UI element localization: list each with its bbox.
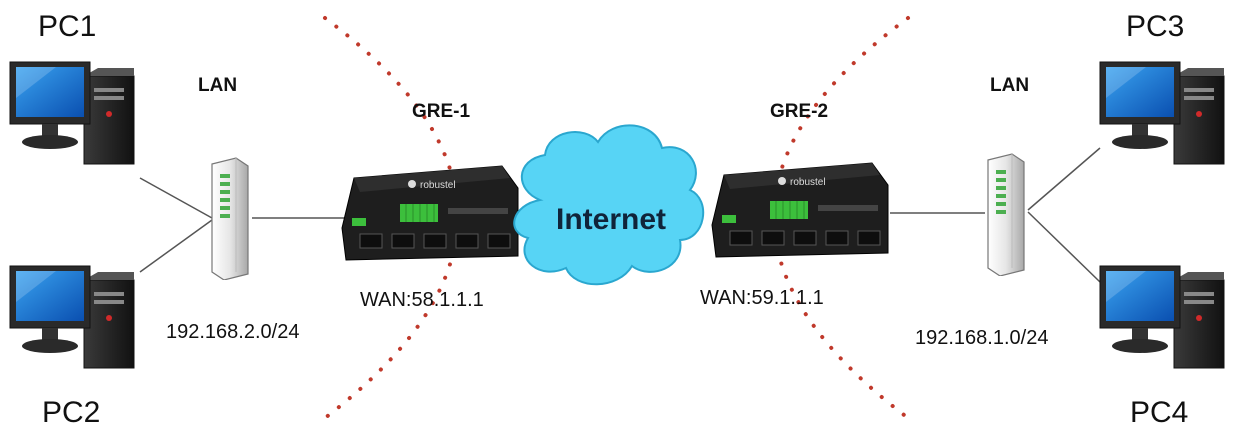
gre2-label: GRE-2	[770, 101, 829, 122]
pc3-computer-icon	[1099, 61, 1225, 165]
left-switch-icon	[211, 157, 249, 280]
right-switch-icon	[987, 153, 1025, 276]
gre2-router-icon	[711, 162, 889, 258]
pc1-computer-icon	[9, 61, 135, 165]
right-lan-label: LAN	[990, 75, 1030, 96]
internet-cloud-icon	[513, 124, 705, 286]
right-subnet-label: 192.168.1.0/24	[915, 327, 1049, 349]
gre2-wan-address: WAN:59.1.1.1	[700, 287, 824, 309]
internet-label: Internet	[556, 203, 667, 236]
link-switch-pc3	[1027, 147, 1101, 211]
left-subnet-label: 192.168.2.0/24	[166, 321, 300, 343]
right-boundary-arc	[772, 16, 910, 420]
link-pc1-switch	[139, 177, 213, 219]
pc4-computer-icon	[1099, 265, 1225, 369]
left-boundary-arc	[323, 16, 460, 420]
pc2-computer-icon	[9, 265, 135, 369]
pc1-label: PC1	[38, 10, 97, 43]
pc3-label: PC3	[1126, 10, 1185, 43]
pc2-label: PC2	[42, 396, 101, 429]
dotted-boundary-arcs	[323, 16, 910, 420]
gre1-wan-address: WAN:58.1.1.1	[360, 289, 484, 311]
left-lan-label: LAN	[198, 75, 238, 96]
pc4-label: PC4	[1130, 396, 1189, 429]
gre1-router-icon	[341, 165, 519, 261]
link-switch-pc4	[1027, 211, 1101, 283]
gre1-label: GRE-1	[412, 101, 471, 122]
link-pc2-switch	[139, 219, 213, 273]
connection-lines	[139, 147, 1101, 283]
